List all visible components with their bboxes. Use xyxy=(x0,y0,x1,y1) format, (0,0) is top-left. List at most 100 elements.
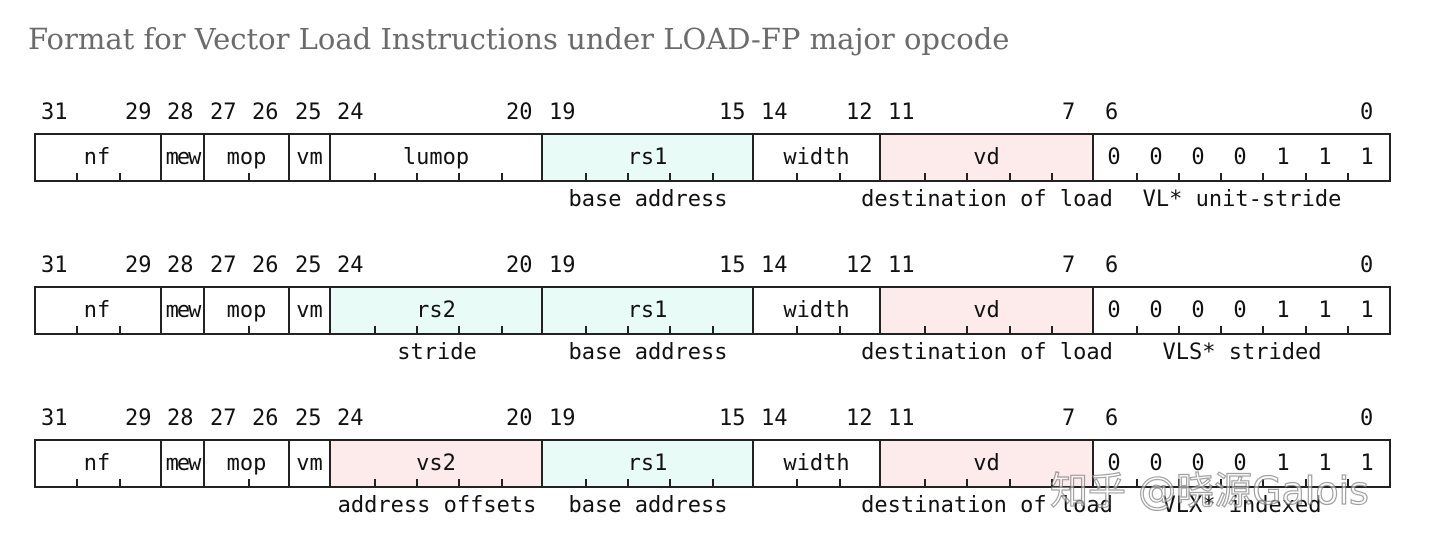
field-label: width xyxy=(783,298,850,323)
bit-tick xyxy=(1220,173,1222,180)
field-mop: mop xyxy=(205,288,290,333)
bit-tick xyxy=(1262,479,1264,486)
field-mop: mop xyxy=(205,135,290,180)
description-vd: destination of load xyxy=(861,340,1113,365)
bit-number: 25 xyxy=(295,100,322,125)
bit-tick xyxy=(1178,173,1180,180)
bit-tick xyxy=(76,326,78,333)
description-opcode: VLS* strided xyxy=(1162,340,1322,365)
bit-tick xyxy=(1009,173,1011,180)
opcode-bit: 0 xyxy=(1233,451,1247,476)
bit-tick xyxy=(924,479,926,486)
bit-tick xyxy=(796,326,798,333)
bit-number: 19 xyxy=(549,253,576,278)
bit-number: 28 xyxy=(167,253,194,278)
bit-number: 11 xyxy=(888,253,915,278)
field-label: nf xyxy=(83,298,111,323)
opcode-bit: 0 xyxy=(1233,145,1247,170)
bit-tick xyxy=(924,326,926,333)
bit-tick xyxy=(374,326,376,333)
field-label: rs2 xyxy=(416,298,456,323)
watermark: 知乎 @晓源Galois xyxy=(1049,468,1369,513)
bit-tick xyxy=(1136,479,1138,486)
bit-tick xyxy=(627,173,629,180)
opcode-bit: 1 xyxy=(1318,451,1332,476)
bit-number: 24 xyxy=(337,253,364,278)
bit-tick xyxy=(458,479,460,486)
bit-tick xyxy=(1220,479,1222,486)
field-vm: vm xyxy=(290,441,331,486)
bit-number: 31 xyxy=(41,253,68,278)
bit-tick xyxy=(712,479,714,486)
field-label: mew xyxy=(165,451,202,476)
bit-number: 19 xyxy=(549,100,576,125)
opcode-bit: 0 xyxy=(1107,451,1121,476)
bit-number: 26 xyxy=(252,406,279,431)
bit-number: 0 xyxy=(1360,253,1374,278)
field-label: rs1 xyxy=(627,298,668,323)
field-nf: nf xyxy=(34,135,162,180)
field-nf: nf xyxy=(34,288,162,333)
field-label: vm xyxy=(296,451,323,476)
bit-tick xyxy=(839,326,841,333)
bit-tick xyxy=(839,173,841,180)
field-label: nf xyxy=(83,145,111,170)
bit-number: 25 xyxy=(295,253,322,278)
field-rs1: rs1 xyxy=(543,288,754,333)
bit-tick xyxy=(501,479,503,486)
field-label: mop xyxy=(226,298,267,323)
field-label: mew xyxy=(165,145,202,170)
bit-number: 31 xyxy=(41,100,68,125)
bit-number: 29 xyxy=(125,100,152,125)
opcode-bit: 0 xyxy=(1149,451,1163,476)
bit-tick xyxy=(119,326,121,333)
bit-number: 29 xyxy=(125,406,152,431)
field-label: rs1 xyxy=(627,145,668,170)
bit-tick xyxy=(76,173,78,180)
opcode-bit: 0 xyxy=(1149,298,1163,323)
bit-tick xyxy=(585,173,587,180)
field-rs2: rs2 xyxy=(331,288,543,333)
bit-tick xyxy=(924,173,926,180)
bit-number: 27 xyxy=(210,253,237,278)
bit-tick xyxy=(374,173,376,180)
bit-number: 14 xyxy=(761,253,788,278)
field-lumop: lumop xyxy=(331,135,543,180)
field-mew: mew xyxy=(162,441,205,486)
bit-number: 19 xyxy=(549,406,576,431)
bit-number: 7 xyxy=(1062,253,1076,278)
description-rs1: base address xyxy=(568,187,728,212)
bit-tick xyxy=(416,173,418,180)
bit-tick xyxy=(1262,326,1264,333)
field-label: mop xyxy=(226,451,267,476)
field-nf: nf xyxy=(34,441,162,486)
bit-number: 28 xyxy=(167,100,194,125)
bit-tick xyxy=(1347,326,1349,333)
opcode-bit: 1 xyxy=(1318,298,1332,323)
bit-tick xyxy=(1009,479,1011,486)
bit-tick xyxy=(119,479,121,486)
bit-tick xyxy=(669,479,671,486)
bit-tick xyxy=(248,479,250,486)
bit-tick xyxy=(966,479,968,486)
opcode-bit: 1 xyxy=(1276,298,1290,323)
bit-tick xyxy=(627,479,629,486)
bit-tick xyxy=(796,173,798,180)
opcode-bit: 0 xyxy=(1191,298,1205,323)
bit-tick xyxy=(1178,479,1180,486)
bit-number: 15 xyxy=(719,100,746,125)
field-label: mew xyxy=(165,298,202,323)
bit-tick xyxy=(669,326,671,333)
bit-tick xyxy=(248,326,250,333)
opcode-bit: 0 xyxy=(1191,451,1205,476)
bit-tick xyxy=(1009,326,1011,333)
field-label: width xyxy=(783,145,850,170)
bit-tick xyxy=(374,479,376,486)
opcode-bit: 1 xyxy=(1360,145,1374,170)
bit-tick xyxy=(416,326,418,333)
bit-number: 31 xyxy=(41,406,68,431)
bit-tick xyxy=(1051,479,1053,486)
field-width: width xyxy=(754,441,881,486)
bit-number: 15 xyxy=(719,253,746,278)
